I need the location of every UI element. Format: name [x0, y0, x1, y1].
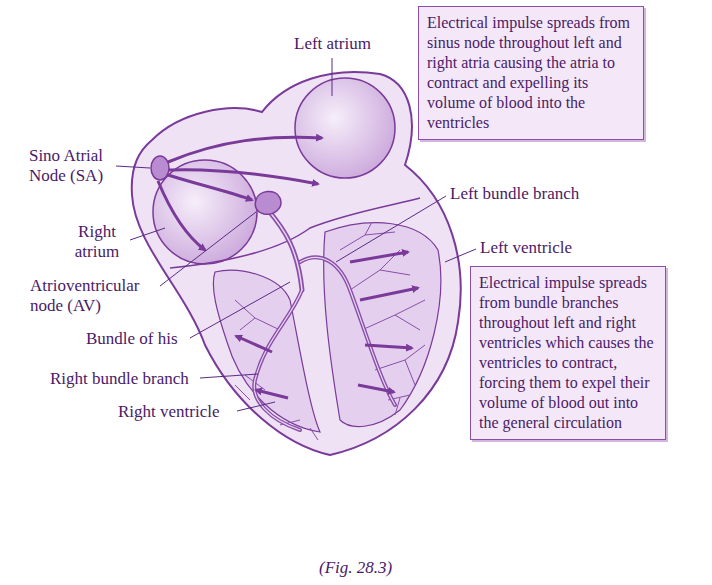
- sa-node: [151, 156, 169, 180]
- impulse-arrows: [158, 137, 418, 398]
- heart-outline: [132, 72, 461, 455]
- purkinje-fibres: [235, 222, 425, 440]
- part-label: Sino Atrial Node (SA): [16, 146, 116, 186]
- left-ventricle-cavity: [324, 223, 441, 427]
- note-text: Electrical impulse spreads from sinus no…: [427, 13, 635, 133]
- figure-caption: (Fig. 28.3): [319, 558, 392, 578]
- part-label: Left bundle branch: [450, 184, 579, 204]
- conduction-bundles: [254, 210, 395, 430]
- part-label: Left atrium: [294, 34, 371, 54]
- note-box: Electrical impulse spreads from sinus no…: [418, 6, 644, 140]
- part-label: Atrioventricular node (AV): [30, 276, 160, 316]
- part-label: Right bundle branch: [50, 369, 189, 389]
- note-text: Electrical impulse spreads from bundle b…: [479, 273, 657, 433]
- right-atrium-chamber: [153, 160, 257, 264]
- av-node: [255, 191, 281, 214]
- part-label: Right atrium: [62, 222, 132, 262]
- left-atrium-chamber: [295, 78, 395, 178]
- note-box: Electrical impulse spreads from bundle b…: [470, 266, 666, 440]
- part-label: Left ventricle: [480, 238, 572, 258]
- part-label: Right ventricle: [118, 402, 220, 422]
- part-label: Bundle of his: [86, 329, 178, 349]
